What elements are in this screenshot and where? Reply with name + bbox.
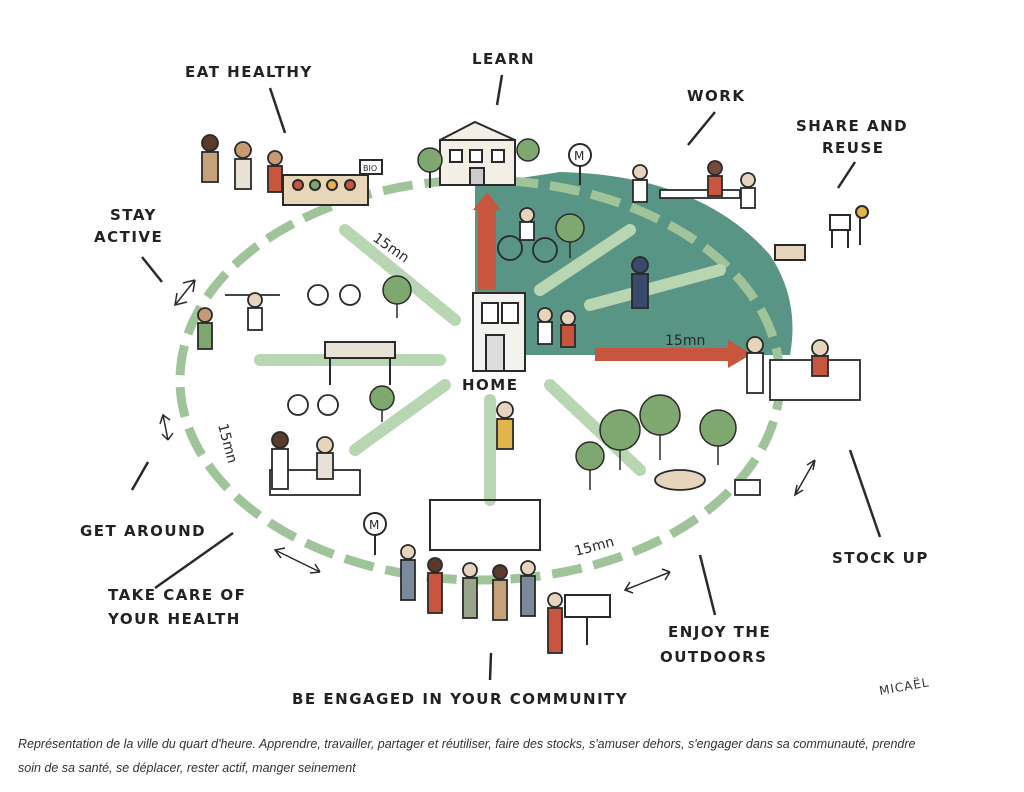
label-outdoors-line2: OUTDOORS xyxy=(660,648,767,666)
label-share-reuse-line2: REUSE xyxy=(822,139,885,157)
caption-line-1: Représentation de la ville du quart d'he… xyxy=(18,737,916,751)
home-building xyxy=(472,292,526,372)
school-building xyxy=(439,120,516,186)
pavilion xyxy=(324,341,541,551)
label-get-around: GET AROUND xyxy=(80,522,206,540)
label-stay-active-line1: STAY xyxy=(110,206,157,224)
metro-sign-bottom: M xyxy=(363,512,387,555)
time-label-west: 15mn xyxy=(214,422,240,465)
leader-lines xyxy=(130,74,882,681)
label-outdoors-line1: ENJOY THE xyxy=(668,623,771,641)
trees xyxy=(369,213,737,490)
double-arrows xyxy=(159,279,816,594)
caption-line-2: soin de sa santé, se déplacer, rester ac… xyxy=(18,761,356,775)
furniture xyxy=(774,205,869,261)
metro-sign-top: M xyxy=(568,143,592,185)
tree-near-school xyxy=(417,138,540,188)
metro-sign-top-text: M xyxy=(574,149,584,163)
label-stock-up: STOCK UP xyxy=(832,549,929,567)
label-work: WORK xyxy=(687,87,745,105)
metro-sign-bottom-text: M xyxy=(369,518,379,532)
fifteen-minute-city-illustration: HOME M M BIO xyxy=(80,50,931,708)
artist-signature: MICAËL xyxy=(878,674,931,698)
label-community: BE ENGAGED IN YOUR COMMUNITY xyxy=(292,690,628,708)
red-arrows xyxy=(473,192,752,368)
bio-sign-text: BIO xyxy=(363,164,377,173)
people-figures xyxy=(197,134,861,654)
label-health-line1: TAKE CARE OF xyxy=(108,586,246,604)
notice-board xyxy=(564,594,611,645)
market-stall xyxy=(282,159,383,206)
label-stay-active-line2: ACTIVE xyxy=(94,228,163,246)
time-label-east: 15mn xyxy=(665,333,705,349)
label-learn: LEARN xyxy=(472,50,535,68)
radial-paths xyxy=(254,224,726,506)
label-eat-healthy: EAT HEALTHY xyxy=(185,63,313,81)
home-label: HOME xyxy=(462,376,518,394)
label-health-line2: YOUR HEALTH xyxy=(107,610,241,628)
figure-caption: Représentation de la ville du quart d'he… xyxy=(18,732,978,780)
label-share-reuse-line1: SHARE AND xyxy=(796,117,908,135)
